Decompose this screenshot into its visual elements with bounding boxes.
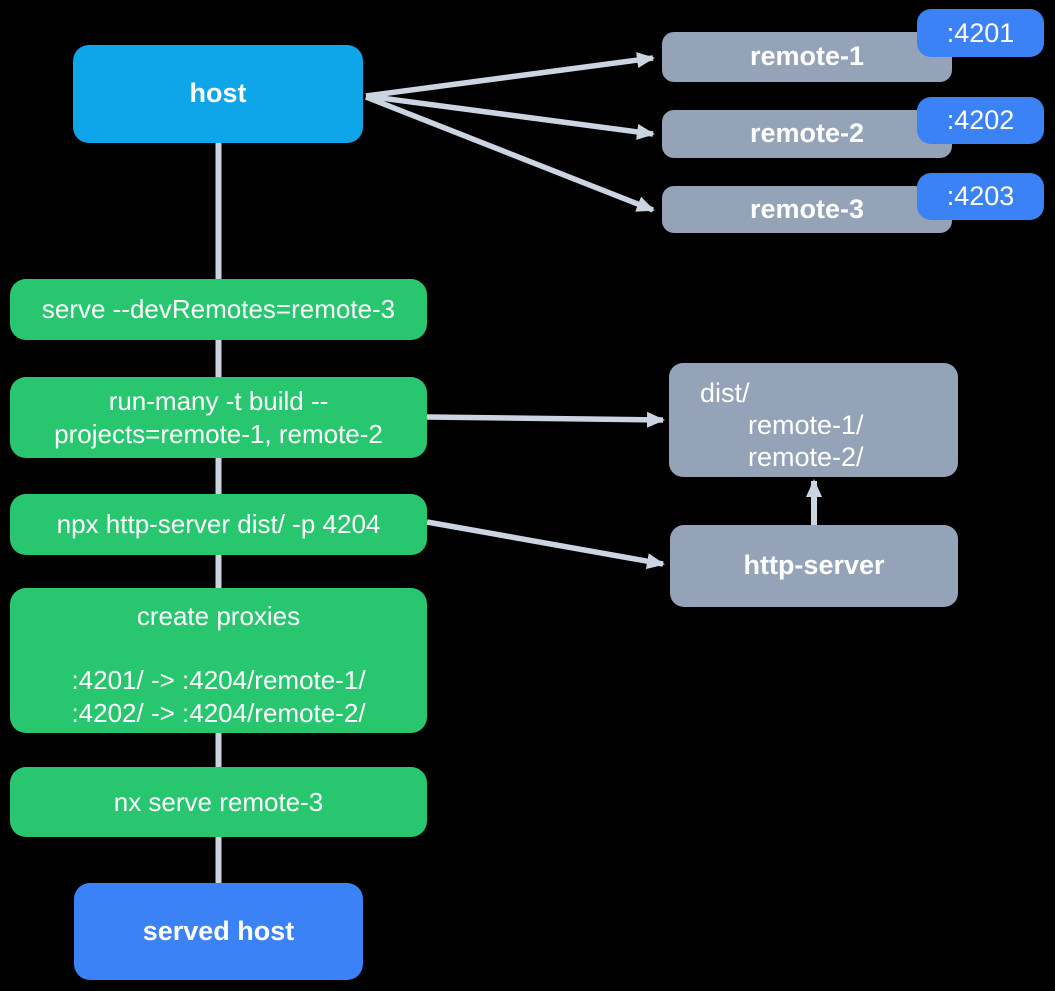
served-host-label: served host xyxy=(142,915,295,946)
step-create-proxies-title: create proxies xyxy=(136,601,301,631)
host-node: host xyxy=(73,45,363,143)
remote-1-label: remote-1 xyxy=(749,41,865,72)
port-badge-4202: :4202 xyxy=(917,97,1044,144)
port-badge-4201: :4201 xyxy=(917,9,1044,57)
step-run-many-build-line2: projects=remote-1, remote-2 xyxy=(54,418,383,449)
step-npx-http-server: npx http-server dist/ -p 4204 xyxy=(10,494,427,555)
port-badge-4203: :4203 xyxy=(917,173,1044,220)
connector-host-remote-3 xyxy=(364,94,655,213)
remote-3-label: remote-3 xyxy=(749,193,865,224)
connector-host-remote-1 xyxy=(365,52,655,99)
http-server-node: http-server xyxy=(670,525,958,607)
http-server-label: http-server xyxy=(743,550,885,581)
connector-npx-http-server xyxy=(426,519,665,570)
step-serve-dev-remotes: serve --devRemotes=remote-3 xyxy=(10,279,427,340)
step-run-many-build-line1: run-many -t build -- xyxy=(108,386,329,416)
connector-host-remote-2 xyxy=(365,93,655,140)
step-nx-serve-remote-3: nx serve remote-3 xyxy=(10,767,427,837)
connector-build-dist xyxy=(426,411,665,428)
step-npx-http-server-label: npx http-server dist/ -p 4204 xyxy=(56,509,381,540)
step-serve-dev-remotes-label: serve --devRemotes=remote-3 xyxy=(41,294,396,325)
port-badge-4201-label: :4201 xyxy=(946,17,1015,48)
dist-folder-remote-1: remote-1/ xyxy=(748,410,864,440)
dist-folder-node: dist/ remote-1/ remote-2/ xyxy=(669,363,958,477)
host-label: host xyxy=(189,78,247,109)
remote-2-node: remote-2 xyxy=(662,110,952,158)
dist-folder-remote-2: remote-2/ xyxy=(748,442,864,472)
step-create-proxies-line2: :4202/ -> :4204/remote-2/ xyxy=(71,698,366,728)
dist-folder-root: dist/ xyxy=(700,378,750,408)
step-run-many-build: run-many -t build -- projects=remote-1, … xyxy=(10,377,427,458)
remote-1-node: remote-1 xyxy=(662,32,952,82)
remote-3-node: remote-3 xyxy=(662,186,952,233)
step-create-proxies: create proxies :4201/ -> :4204/remote-1/… xyxy=(10,588,427,733)
port-badge-4203-label: :4203 xyxy=(946,181,1015,211)
port-badge-4202-label: :4202 xyxy=(946,105,1015,135)
served-host-node: served host xyxy=(74,883,363,980)
remote-2-label: remote-2 xyxy=(749,118,865,149)
step-nx-serve-remote-3-label: nx serve remote-3 xyxy=(113,786,324,817)
step-create-proxies-line1: :4201/ -> :4204/remote-1/ xyxy=(71,665,366,695)
